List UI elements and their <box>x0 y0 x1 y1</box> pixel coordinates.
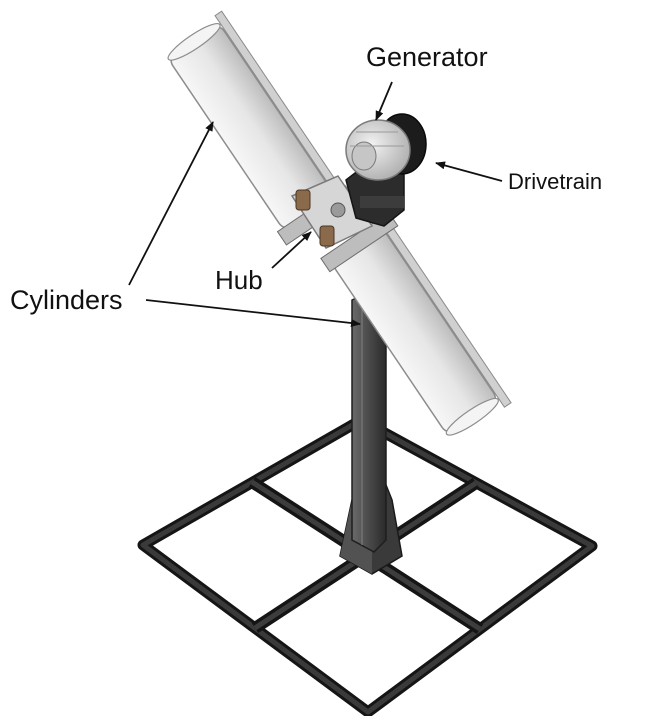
mast <box>351 289 387 553</box>
drivetrain-arrow <box>435 161 503 182</box>
hub-arrow <box>271 231 312 269</box>
lower-cylinder <box>320 211 512 436</box>
cylinders-label: Cylinders <box>10 285 123 315</box>
cylinders-arrow-upper <box>128 121 214 286</box>
generator-label: Generator <box>366 42 488 72</box>
base-frame-outer-highlight <box>140 417 595 715</box>
hub-label: Hub <box>215 265 263 295</box>
hub-bearing-lower <box>319 225 335 247</box>
hub-bearing-upper <box>295 189 311 211</box>
cylinders-arrow-lower <box>145 299 361 327</box>
leader-arrows <box>128 81 503 327</box>
drivetrain-label: Drivetrain <box>508 169 603 194</box>
generator-arrow <box>375 81 393 121</box>
hub <box>290 175 374 249</box>
generator <box>345 119 411 181</box>
